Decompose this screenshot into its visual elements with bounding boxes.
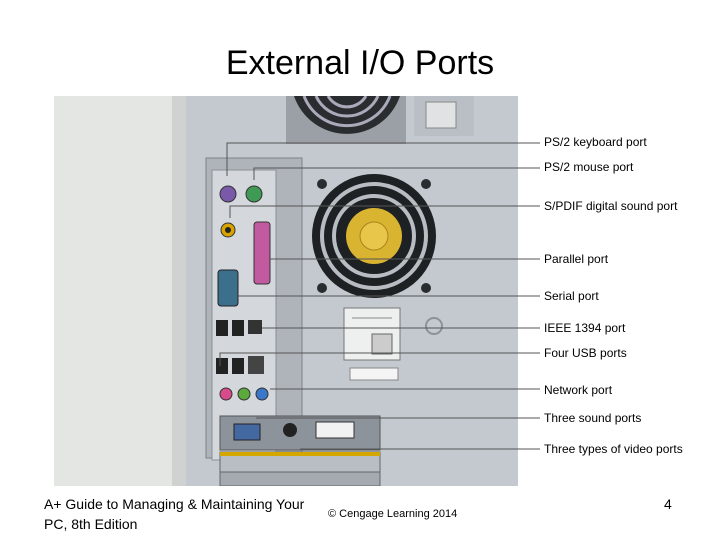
callout-video: Three types of video ports [544, 442, 683, 456]
slide-title: External I/O Ports [225, 44, 495, 82]
callout-serial: Serial port [544, 289, 599, 303]
expansion-slots [219, 415, 381, 486]
callout-sound: Three sound ports [544, 411, 642, 425]
footer-book-title: A+ Guide to Managing & Maintaining Your … [44, 496, 305, 532]
footer-copyright: © Cengage Learning 2014 [328, 508, 458, 520]
callout-parallel: Parallel port [544, 252, 609, 266]
callout-network: Network port [544, 383, 613, 397]
psu-fan [286, 96, 474, 144]
callout-ps2-keyboard: PS/2 keyboard port [544, 135, 647, 149]
case-fan [312, 174, 436, 298]
callout-spdif: S/PDIF digital sound port [544, 199, 678, 213]
callout-ieee1394: IEEE 1394 port [544, 321, 626, 335]
serial-sticker [343, 307, 443, 381]
case-back-photo [54, 96, 518, 486]
callout-ps2-mouse: PS/2 mouse port [544, 160, 634, 174]
callout-usb: Four USB ports [544, 346, 627, 360]
io-shield [205, 157, 303, 461]
page-number: 4 [664, 496, 672, 512]
